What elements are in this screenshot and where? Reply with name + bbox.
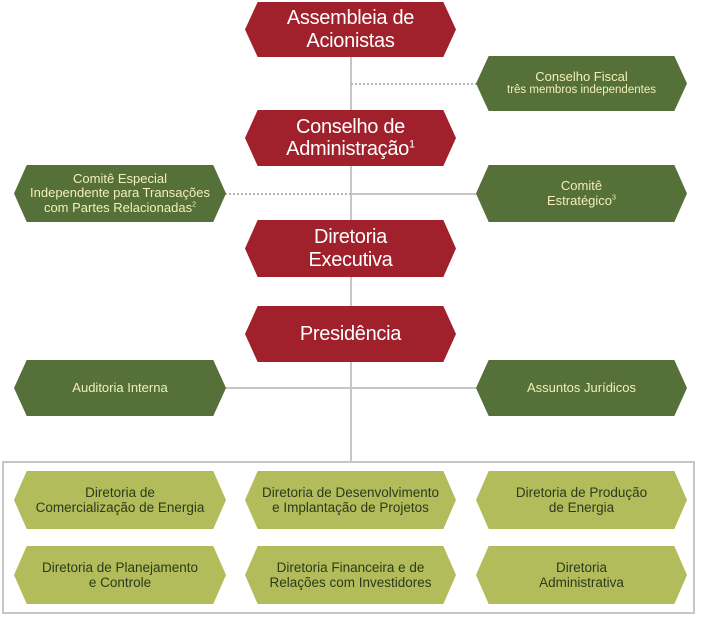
- directorate-node: Diretoria de Comercialização de Energia: [14, 471, 226, 529]
- special-committee-footnote-marker: 2: [192, 200, 197, 209]
- directorate-line1: Diretoria Financeira e de: [276, 559, 425, 575]
- internal-audit-node: Auditoria Interna: [14, 360, 226, 416]
- shareholders-line1: Assembleia de: [286, 7, 415, 30]
- directorate-line2: Comercialização de Energia: [35, 500, 205, 515]
- strategic-committee-connector: [351, 193, 481, 195]
- legal-affairs-label: Assuntos Jurídicos: [526, 379, 637, 395]
- directorate-line2: e Controle: [88, 575, 152, 590]
- special-committee-line3: com Partes Relacionadas2: [43, 199, 197, 215]
- fiscal-council-node: Conselho Fiscal três membros independent…: [476, 56, 687, 111]
- internal-audit-label: Auditoria Interna: [72, 379, 168, 395]
- fiscal-council-subtitle: três membros independentes: [507, 84, 656, 97]
- shareholders-line2: Acionistas: [306, 29, 395, 52]
- board-line1: Conselho de: [295, 115, 405, 138]
- shareholders-node: Assembleia de Acionistas: [245, 2, 456, 57]
- special-committee-line1: Comitê Especial: [73, 170, 167, 186]
- special-committee-connector: [222, 193, 351, 195]
- directorate-node: Diretoria Administrativa: [476, 546, 687, 604]
- board-node: Conselho de Administração1: [245, 110, 456, 166]
- directorate-line1: Diretoria de Desenvolvimento: [261, 484, 440, 500]
- strategic-committee-footnote-marker: 3: [612, 193, 617, 202]
- presidency-node: Presidência: [245, 306, 456, 362]
- special-committee-node: Comitê Especial Independente para Transa…: [14, 165, 226, 222]
- fiscal-council-title: Conselho Fiscal: [535, 68, 628, 84]
- directorate-line2: e Implantação de Projetos: [272, 500, 429, 515]
- strategic-committee-line1: Comitê: [560, 177, 603, 193]
- legal-affairs-node: Assuntos Jurídicos: [476, 360, 687, 416]
- executive-board-line2: Executiva: [308, 248, 393, 271]
- directorate-node: Diretoria de Produção de Energia: [476, 471, 687, 529]
- directorate-line1: Diretoria: [555, 559, 607, 575]
- fiscal-council-connector: [351, 83, 481, 85]
- staff-units-connector: [222, 387, 481, 389]
- directorate-node: Diretoria de Planejamento e Controle: [14, 546, 226, 604]
- strategic-committee-node: Comitê Estratégico3: [476, 165, 687, 222]
- directorate-line2: Relações com Investidores: [269, 575, 432, 590]
- directorates-group-frame: [2, 461, 695, 614]
- directorate-line1: Diretoria de Produção: [515, 484, 648, 500]
- special-committee-line2: Independente para Transações: [30, 185, 210, 201]
- directorate-node: Diretoria de Desenvolvimento e Implantaç…: [245, 471, 456, 529]
- directorate-line2: de Energia: [548, 500, 615, 515]
- presidency-label: Presidência: [299, 322, 402, 345]
- board-line2: Administração1: [286, 138, 415, 160]
- executive-board-node: Diretoria Executiva: [245, 220, 456, 277]
- executive-board-line1: Diretoria: [314, 226, 387, 249]
- board-footnote-marker: 1: [409, 138, 415, 151]
- strategic-committee-line2: Estratégico3: [546, 192, 617, 208]
- directorate-line1: Diretoria de: [85, 484, 155, 500]
- directorate-node: Diretoria Financeira e de Relações com I…: [245, 546, 456, 604]
- directorate-line1: Diretoria de Planejamento: [41, 559, 199, 575]
- directorate-line2: Administrativa: [539, 575, 624, 590]
